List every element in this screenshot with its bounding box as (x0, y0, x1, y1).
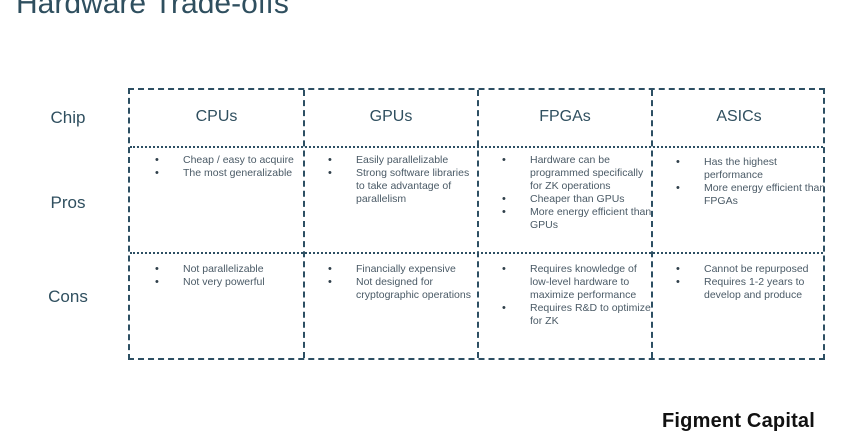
row-label-pros: Pros (50, 193, 86, 212)
cell-fpgas-pros: Hardware can be programmed specifically … (502, 154, 654, 232)
list-item: The most generalizable (155, 167, 307, 180)
list-item: More energy efficient than GPUs (502, 206, 654, 232)
cell-gpus-pros: Easily parallelizable Strong software li… (328, 154, 480, 206)
cell-cpus-cons: Not parallelizable Not very powerful (155, 263, 307, 289)
column-header-gpus: GPUs (369, 108, 413, 125)
cell-asics-pros: Has the highest performance More energy … (676, 156, 828, 208)
column-divider (303, 90, 305, 358)
column-divider (477, 90, 479, 358)
cell-gpus-cons: Financially expensive Not designed for c… (328, 263, 480, 302)
row-divider (130, 252, 823, 254)
column-header-cpus: CPUs (195, 108, 238, 125)
slide-title: Hardware Trade-offs (16, 0, 289, 20)
list-item: Cannot be repurposed (676, 263, 828, 276)
column-header-asics: ASICs (716, 108, 762, 125)
list-item: Hardware can be programmed specifically … (502, 154, 654, 193)
list-item: Cheap / easy to acquire (155, 154, 307, 167)
list-item: Has the highest performance (676, 156, 828, 182)
list-item: Financially expensive (328, 263, 480, 276)
list-item: Cheaper than GPUs (502, 193, 654, 206)
list-item: Not very powerful (155, 276, 307, 289)
brand-logo-text: Figment Capital (662, 410, 816, 432)
list-item: Strong software libraries to take advant… (328, 167, 480, 206)
list-item: Not parallelizable (155, 263, 307, 276)
list-item: Requires 1-2 years to develop and produc… (676, 276, 828, 302)
list-item: Requires knowledge of low-level hardware… (502, 263, 654, 302)
column-header-fpgas: FPGAs (539, 108, 591, 125)
comparison-table: CPUs GPUs FPGAs ASICs Cheap / easy to ac… (128, 88, 825, 360)
cell-fpgas-cons: Requires knowledge of low-level hardware… (502, 263, 654, 328)
row-label-cons: Cons (48, 287, 88, 306)
list-item: More energy efficient than FPGAs (676, 182, 828, 208)
row-divider (130, 146, 823, 148)
list-item: Easily parallelizable (328, 154, 480, 167)
list-item: Not designed for cryptographic operation… (328, 276, 480, 302)
cell-cpus-pros: Cheap / easy to acquire The most general… (155, 154, 307, 180)
list-item: Requires R&D to optimize for ZK (502, 302, 654, 328)
cell-asics-cons: Cannot be repurposed Requires 1-2 years … (676, 263, 828, 302)
row-label-chip: Chip (50, 108, 86, 127)
